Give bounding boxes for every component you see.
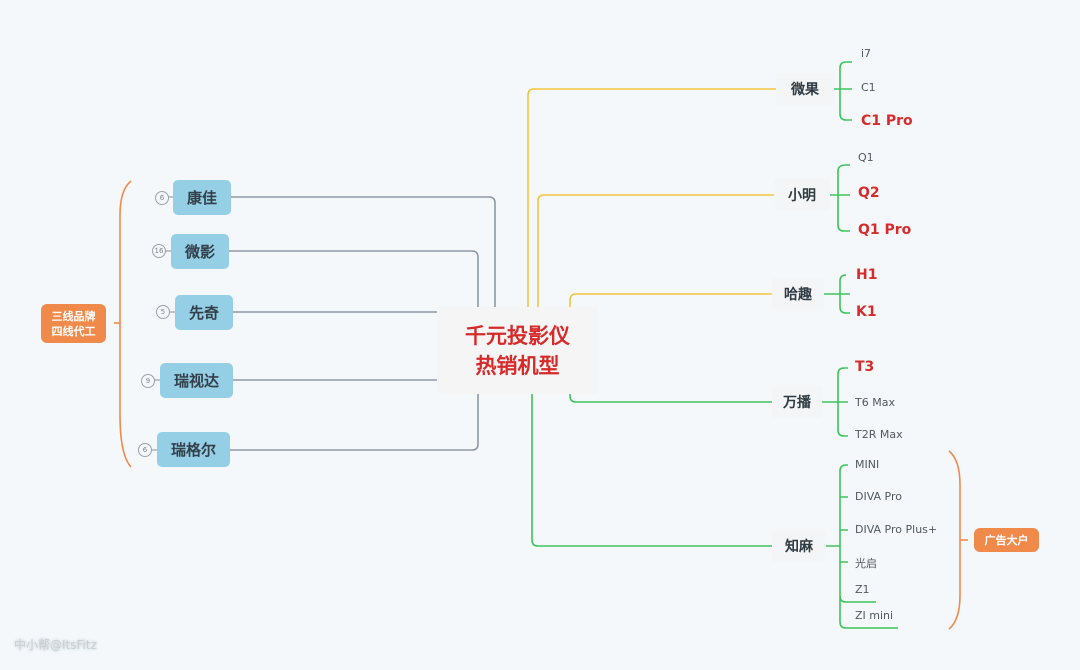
connector-xiaoming [537,194,774,307]
model-item[interactable]: T6 Max [855,396,895,409]
center-title-line2: 热销机型 [475,353,560,378]
model-item-hot[interactable]: Q2 [858,185,880,201]
connector-kangjia [230,196,496,307]
right-group-label-text: 广告大户 [984,533,1029,547]
center-title-line1: 千元投影仪 [465,323,570,348]
watermark: 中小帮@ItsFitz [14,638,97,652]
brand-name: 微影 [184,243,215,261]
count-badge: 16 [152,244,166,258]
model-item-hot[interactable]: K1 [856,304,877,320]
right-group-brace [948,450,961,630]
model-item[interactable]: 光启 [855,557,877,570]
brand-name: 小明 [788,188,816,204]
brand-node-ruishida[interactable]: 瑞视达 [160,363,233,398]
model-item[interactable]: DIVA Pro Plus+ [855,523,938,536]
brand-name: 康佳 [186,189,217,207]
brand-name: 知麻 [785,539,813,555]
model-item-hot[interactable]: H1 [856,267,878,283]
count-badge: 6 [155,191,169,205]
left-group-label-line1: 三线品牌 [51,309,96,323]
connector-ruigeer [230,394,479,451]
brand-node-ruigeer[interactable]: 瑞格尔 [157,432,230,467]
count-badge: 5 [156,305,170,319]
left-group-label[interactable]: 三线品牌 四线代工 [41,304,106,343]
model-item[interactable]: T2R Max [855,428,903,441]
brand-node-wanbo[interactable]: 万播 [772,386,822,418]
brand-name: 万播 [783,395,811,411]
connector-weiguo [527,88,776,307]
brand-node-xianqi[interactable]: 先奇 [175,295,233,330]
count-badge: 9 [141,374,155,388]
brand-node-haqu[interactable]: 哈趣 [772,278,824,310]
left-group-label-line2: 四线代工 [51,324,96,338]
connector-weiying [229,250,479,307]
count-badge: 6 [138,443,152,457]
model-item[interactable]: i7 [861,47,872,60]
brand-node-weiying[interactable]: 微影 [171,234,229,269]
brand-node-kangjia[interactable]: 康佳 [173,180,231,215]
right-group-label[interactable]: 广告大户 [974,528,1039,552]
model-item[interactable]: C1 [861,81,876,94]
model-item[interactable]: Q1 [858,151,874,164]
model-item[interactable]: DIVA Pro [855,490,903,503]
model-item-hot[interactable]: T3 [855,359,875,375]
brand-name: 瑞视达 [173,372,219,390]
model-item-hot[interactable]: Q1 Pro [858,222,912,238]
brand-name: 瑞格尔 [170,441,216,459]
brand-node-xiaoming[interactable]: 小明 [774,179,830,211]
model-item-hot[interactable]: C1 Pro [861,113,913,129]
left-group-brace [119,180,132,468]
connector-haqu [569,293,772,307]
brand-name: 先奇 [188,304,219,322]
center-topic[interactable]: 千元投影仪 热销机型 [437,307,598,394]
model-item[interactable]: MINI [855,458,880,471]
brand-node-zhima[interactable]: 知麻 [772,530,826,562]
connector-wanbo [569,394,772,403]
model-item[interactable]: Z1 [855,583,870,596]
brand-name: 微果 [791,82,819,98]
model-item[interactable]: ZI mini [855,609,894,622]
brand-name: 哈趣 [784,287,812,303]
connector-zhima [531,394,772,547]
brand-node-weiguo[interactable]: 微果 [776,73,834,105]
